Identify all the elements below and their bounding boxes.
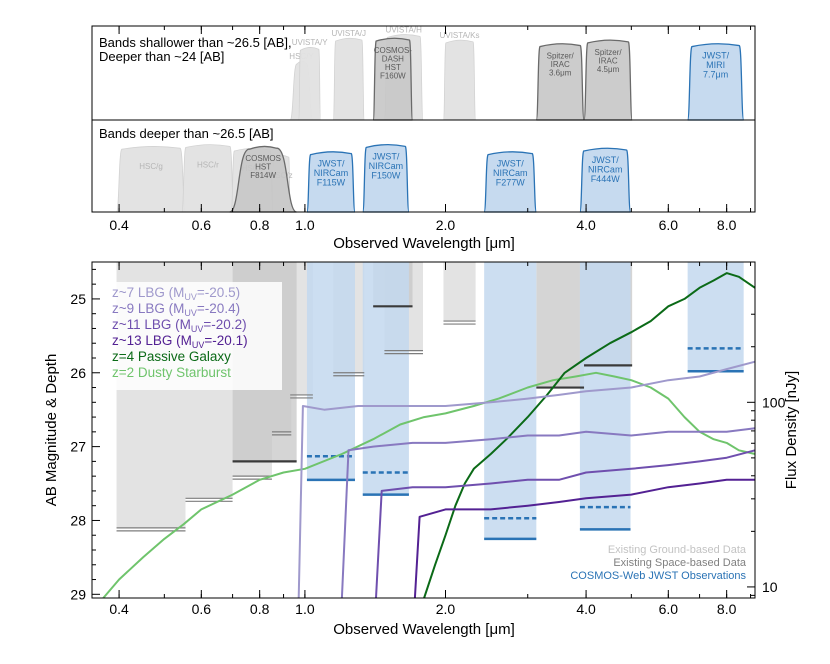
- top-x-tick-label: 2.0: [436, 217, 456, 233]
- top-x-tick-label: 0.4: [109, 217, 129, 233]
- flux-tick-label: 100: [762, 394, 786, 410]
- bottom-x-tick-label: 6.0: [659, 601, 679, 617]
- y-axis-label: AB Magnitude & Depth: [43, 354, 60, 507]
- legend-entry-z11: z~11 LBG (MUV=-20.2): [112, 317, 247, 334]
- data-legend-ground: Existing Ground-based Data: [608, 544, 747, 556]
- series-z7-line: [297, 360, 756, 599]
- upper-filter-curve: [583, 39, 633, 121]
- sed-panel: z~7 LBG (MUV=-20.5)z~9 LBG (MUV=-20.4)z~…: [43, 261, 800, 638]
- top-x-tick-label: 6.0: [659, 217, 679, 233]
- sed-panel-frame: [91, 261, 756, 599]
- ground-depth-block: [443, 262, 476, 322]
- flux-axis: 100 10: [747, 313, 786, 596]
- lower-filter-curve: [116, 146, 186, 213]
- bottom-x-tick-label: 2.0: [436, 601, 456, 617]
- lower-filter-curve: [362, 144, 410, 213]
- y-tick-label: 25: [70, 291, 86, 307]
- upper-filter-panel: HSC/YUVISTA/YUVISTA/JUVISTA/HCOSMOS-DASH…: [91, 25, 756, 121]
- bottom-x-tick-label: 8.0: [717, 601, 737, 617]
- bottom-x-tick-label: 4.0: [576, 601, 596, 617]
- jwst-depth-block: [579, 262, 631, 530]
- upper-panel-caption-line2: Deeper than ~24 [AB]: [99, 49, 224, 64]
- upper-filter-label: UVISTA/Y: [292, 38, 329, 47]
- legend-entry-passive: z=4 Passive Galaxy: [112, 349, 231, 364]
- data-legend-jwst: COSMOS-Web JWST Observations: [570, 570, 746, 582]
- series-passive-line: [423, 272, 756, 599]
- bottom-x-tick-label: 1.0: [295, 601, 315, 617]
- top-x-tick-label: 8.0: [717, 217, 737, 233]
- top-x-axis-label: Observed Wavelength [μm]: [333, 235, 515, 252]
- flux-axis-label: Flux Density [nJy]: [783, 371, 800, 489]
- y-tick-label: 26: [70, 365, 86, 381]
- y-axis: 25 26 27 28 29: [70, 268, 100, 602]
- lower-filter-label: HSC/r: [197, 160, 219, 169]
- series-z13-line: [413, 478, 755, 599]
- upper-filter-label: UVISTA/H: [386, 25, 423, 34]
- jwst-depth-block: [362, 262, 409, 495]
- legend-entry-z13: z~13 LBG (MUV=-20.1): [112, 333, 248, 350]
- lower-filter-label: HSC/g: [139, 162, 163, 171]
- top-x-axis: 0.4 0.6 0.8 1.0 2.0 4.0 6.0 8.0: [109, 26, 752, 233]
- lower-panel-caption: Bands deeper than ~26.5 [AB]: [99, 126, 274, 141]
- bottom-x-tick-label: 0.6: [192, 601, 212, 617]
- top-x-tick-label: 0.6: [192, 217, 212, 233]
- y-tick-label: 29: [70, 586, 86, 602]
- upper-filter-curve: [443, 39, 476, 121]
- upper-filter-curve: [332, 37, 365, 121]
- bottom-x-tick-label: 0.8: [250, 601, 270, 617]
- series-z11-line: [375, 449, 756, 599]
- jwst-depth-block: [306, 262, 355, 480]
- upper-panel-caption-line1: Bands shallower than ~26.5 [AB],: [99, 35, 292, 50]
- filter-panel: HSC/YUVISTA/YUVISTA/JUVISTA/HCOSMOS-DASH…: [91, 25, 756, 252]
- upper-filter-curve: [686, 43, 745, 121]
- series-z9-line: [340, 427, 756, 599]
- y-tick-label: 27: [70, 439, 86, 455]
- legend-entry-z9: z~9 LBG (MUV=-20.4): [112, 301, 240, 318]
- bottom-x-axis-label: Observed Wavelength [μm]: [333, 621, 515, 638]
- legend-entry-z7: z~7 LBG (MUV=-20.5): [112, 285, 240, 302]
- top-x-tick-label: 1.0: [295, 217, 315, 233]
- lower-filter-curve: [229, 145, 297, 213]
- upper-filter-label: UVISTA/J: [332, 29, 367, 38]
- lower-filter-curve: [306, 151, 356, 213]
- flux-tick-label: 10: [762, 579, 778, 595]
- top-x-tick-label: 4.0: [576, 217, 596, 233]
- series-dusty-line: [102, 371, 756, 599]
- upper-filter-curve: [372, 37, 414, 121]
- lower-filter-panel: HSC/gHSC/rHSC/iHSC/zCOSMOSHSTF814WJWST/N…: [91, 119, 756, 213]
- lower-panel-frame: [91, 119, 756, 213]
- upper-filter-label: UVISTA/Ks: [440, 31, 480, 40]
- upper-filter-curve: [298, 47, 321, 121]
- legend: z~7 LBG (MUV=-20.5)z~9 LBG (MUV=-20.4)z~…: [96, 282, 282, 390]
- lower-filter-curve: [181, 144, 235, 213]
- lower-filter-curve: [579, 147, 632, 213]
- lower-filter-curve: [483, 151, 537, 213]
- top-x-tick-label: 0.8: [250, 217, 270, 233]
- space-depth-block: [536, 262, 585, 388]
- bottom-x-tick-label: 0.4: [109, 601, 129, 617]
- y-tick-label: 28: [70, 512, 86, 528]
- legend-entry-dusty: z=2 Dusty Starburst: [112, 365, 231, 380]
- upper-filter-curve: [535, 43, 585, 121]
- bottom-x-axis: 0.4 0.6 0.8 1.0 2.0 4.0 6.0 8.0: [109, 262, 752, 617]
- data-legend-space: Existing Space-based Data: [613, 557, 747, 569]
- legend-background: [96, 282, 282, 390]
